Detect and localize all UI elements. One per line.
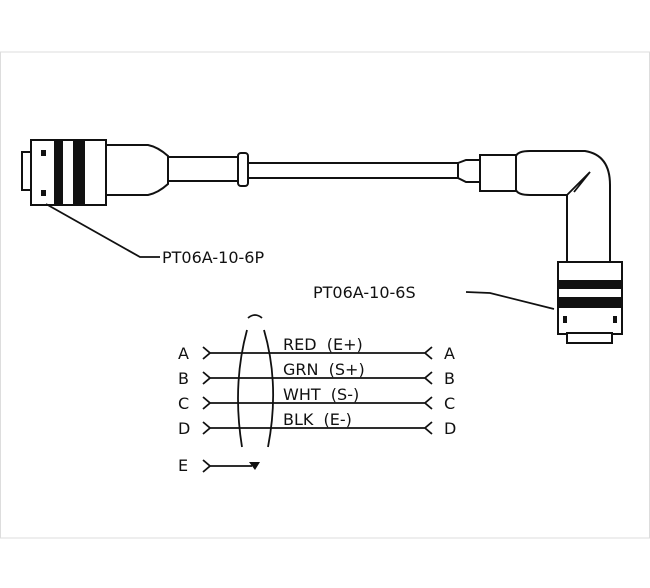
wire-color-label: GRN (S+)	[283, 360, 365, 379]
wire-line	[202, 421, 433, 435]
pin-label-right: D	[444, 419, 456, 438]
wire-color-label: RED (E+)	[283, 335, 363, 354]
frame	[0, 51, 650, 539]
pin-label-right: C	[444, 394, 455, 413]
pin-label-right: B	[444, 369, 455, 388]
pin-label-left: D	[178, 419, 190, 438]
shield-right-arc	[263, 329, 275, 448]
pin-label-right: A	[444, 344, 455, 363]
wire-line	[202, 396, 433, 410]
leader-line-left	[45, 203, 160, 258]
leader-line-right	[465, 291, 555, 310]
wire-color-label: WHT (S-)	[283, 385, 359, 404]
cable	[247, 162, 459, 179]
wiring-schematic: A A RED (E+) B B GRN (S+) C C WHT (S-) D D BLK (E-)…	[178, 314, 456, 475]
pin-label-left: B	[178, 369, 189, 388]
pin-label-E: E	[178, 456, 188, 475]
left-connector-label: PT06A-10-6P	[162, 248, 264, 267]
shield-left-arc	[237, 329, 248, 448]
wire-line	[202, 346, 433, 360]
wire-color-label: BLK (E-)	[283, 410, 352, 429]
ground-symbol	[249, 462, 260, 470]
left-connector	[21, 139, 249, 206]
pin-label-left: C	[178, 394, 189, 413]
right-connector	[457, 150, 623, 344]
right-connector-label: PT06A-10-6S	[313, 283, 416, 302]
pin-label-left: A	[178, 344, 189, 363]
shield-mark	[247, 314, 263, 319]
wire-line	[202, 371, 433, 385]
